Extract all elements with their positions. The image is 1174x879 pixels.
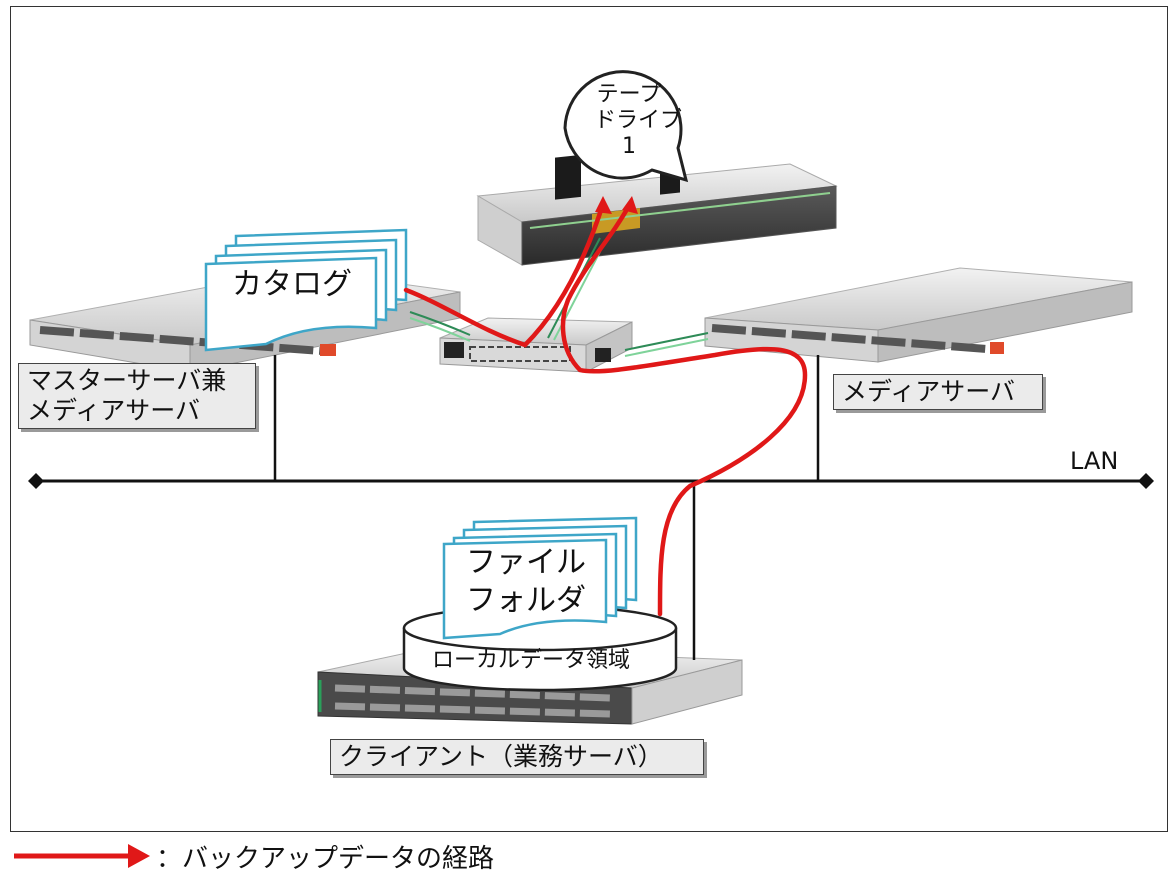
tape-drive-label: テープ ドライブ 1 — [594, 82, 683, 160]
master-server-line2: メディアサーバ — [27, 396, 201, 425]
master-server-label: マスターサーバ兼 メディアサーバ — [18, 363, 256, 429]
master-server-line1: マスターサーバ兼 — [27, 366, 227, 395]
backup-paths — [403, 196, 808, 617]
fc-switch — [439, 317, 633, 373]
lan-network — [28, 355, 1154, 660]
legend-arrow — [14, 844, 150, 868]
files-line1: ファイル — [466, 545, 586, 580]
tape-drive-bubble — [563, 70, 689, 183]
tape-drive-line3: 1 — [622, 134, 636, 159]
catalog-document-stack — [204, 228, 408, 352]
files-document-stack — [442, 516, 638, 640]
tape-drive-line1: テープ — [596, 82, 662, 107]
catalog-label: カタログ — [232, 267, 352, 302]
media-server — [704, 267, 1133, 363]
client-label: クライアント（業務サーバ） — [330, 739, 704, 775]
local-data-label: ローカルデータ領域 — [432, 648, 631, 673]
local-data-cylinder — [402, 604, 678, 692]
lan-label: LAN — [1070, 447, 1119, 475]
files-label: ファイル フォルダ — [466, 544, 586, 620]
tape-drive-line2: ドライブ — [594, 108, 683, 133]
legend-label: ：バックアップデータの経路 — [156, 844, 495, 874]
files-line2: フォルダ — [466, 583, 586, 618]
media-server-label: メディアサーバ — [833, 374, 1043, 410]
